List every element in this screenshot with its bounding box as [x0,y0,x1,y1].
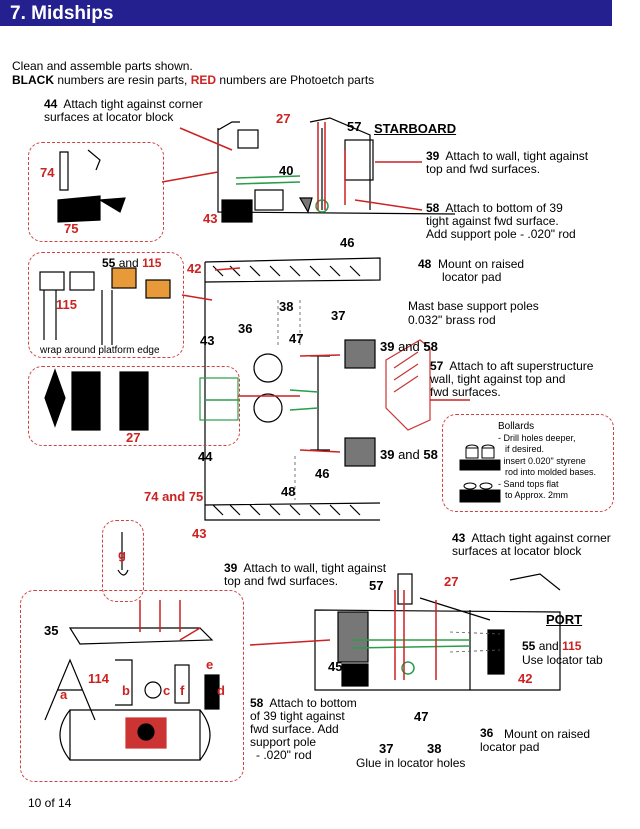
mast-base-note-line2: 0.032" brass rod [408,313,496,327]
section-title: 7. Midships [10,3,114,24]
box3-label-27: 27 [126,430,141,445]
box2-label-115: 115 [56,297,77,312]
part-57-top: 57 [347,119,362,134]
box2-wrap-note: wrap around platform edge [40,345,160,356]
callout-36-port: 36 [480,726,494,740]
bollards-line-1: - Drill holes deeper, [498,433,576,443]
boat-detail-box [20,590,244,782]
part-27-port: 27 [444,574,459,589]
part-47-top: 47 [289,331,304,346]
part-a: a [60,687,68,702]
callout-36-line2: locator pad [480,740,540,754]
part-42-top: 42 [187,261,202,276]
mast-base-note: Mast base support poles [408,299,539,313]
bollards-title: Bollards [498,421,535,432]
part-42-port: 42 [518,671,533,686]
callout-58-top-line3: Add support pole - .020" rod [426,227,576,241]
part-40: 40 [279,163,294,178]
part-36-top: 36 [238,321,253,336]
intro-line-1: Clean and assemble parts shown. [12,59,193,73]
part-38-top: 38 [279,299,294,314]
part-43-mid: 43 [200,333,215,348]
detail-box-74-75 [28,142,164,242]
callout-48: 48 Mount on raised [418,257,525,271]
port-label: PORT [546,612,583,627]
part-37-port: 37 [379,741,394,756]
callout-39-port-line2: top and fwd surfaces. [224,574,339,588]
part-b: b [122,683,130,698]
part-43-top: 43 [203,211,218,226]
callout-36-line1: Mount on raised [504,727,591,741]
glue-note: Glue in locator holes [356,756,466,770]
callout-39-top-line2: top and fwd surfaces. [426,162,541,176]
part-48-lower: 48 [281,484,296,499]
label-39-58-upper: 39 and 58 [380,339,438,354]
callout-57-line3: fwd surfaces. [430,385,501,399]
callout-44-top: 44 Attach tight against corner [44,97,203,111]
part-46-lower: 46 [315,466,330,481]
bollards-line-5: - Sand tops flat [498,479,559,489]
bollards-line-3: - insert 0.020" styrene [498,456,586,466]
part-d: d [217,683,225,698]
callout-39-port: 39 Attach to wall, tight against [224,561,387,575]
callout-58-port: 58 Attach to bottom [250,696,357,710]
part-g: g [118,547,126,562]
callout-48-line2: locator pad [442,270,502,284]
part-57-port: 57 [369,578,384,593]
bollards-line-6: to Approx. 2mm [505,490,569,500]
label-74-and-75: 74 and 75 [144,489,204,504]
callout-43-port: 43 Attach tight against corner [452,531,611,545]
callout-43-port-line2: surfaces at locator block [452,544,582,558]
part-37-top: 37 [331,308,346,323]
part-35: 35 [44,623,59,638]
callout-39-top: 39 Attach to wall, tight against [426,149,589,163]
part-27-top: 27 [276,111,291,126]
hook-detail-box [102,520,144,602]
page-number: 10 of 14 [28,796,72,810]
part-45: 45 [328,659,343,674]
detail-box-55-115 [28,252,184,358]
label-39-58-lower: 39 and 58 [380,447,438,462]
callout-57-line2: wall, tight against top and [430,372,566,386]
part-75: 75 [64,221,79,236]
callout-58-port-line5: - .020" rod [256,748,312,762]
section-header: 7. Midships [0,0,612,26]
intro-line-2: BLACK numbers are resin parts, RED numbe… [12,73,375,87]
callout-44-top-line2: surfaces at locator block [44,110,174,124]
bollards-line-4: rod into molded bases. [505,467,597,477]
callout-58-port-line4: support pole [250,735,317,749]
callout-58-top: 58 Attach to bottom of 39 [426,201,563,215]
part-f: f [180,683,185,698]
bollards-line-2: if desired. [505,444,545,454]
callout-55-port-line2: Use locator tab [522,653,603,667]
box2-label-55-115: 55 and 115 [102,256,162,270]
part-74: 74 [40,165,55,180]
part-47-port: 47 [414,709,429,724]
starboard-label: STARBOARD [374,121,457,136]
part-e: e [206,657,214,672]
callout-58-port-line2: of 39 tight against [250,709,345,723]
part-44-lower: 44 [198,449,213,464]
callout-58-port-line3: fwd surface. Add [250,722,339,736]
part-38-port: 38 [427,741,442,756]
bollards-note-box [442,414,614,512]
part-114: 114 [88,671,109,686]
detail-box-27 [28,366,240,446]
part-46-top: 46 [340,235,355,250]
part-c: c [163,683,171,698]
part-43-lower: 43 [192,526,207,541]
callout-58-top-line2: tight against fwd surface. [426,214,559,228]
callout-55-115-port: 55 and 115 [522,639,582,653]
callout-57: 57 Attach to aft superstructure [430,359,594,373]
